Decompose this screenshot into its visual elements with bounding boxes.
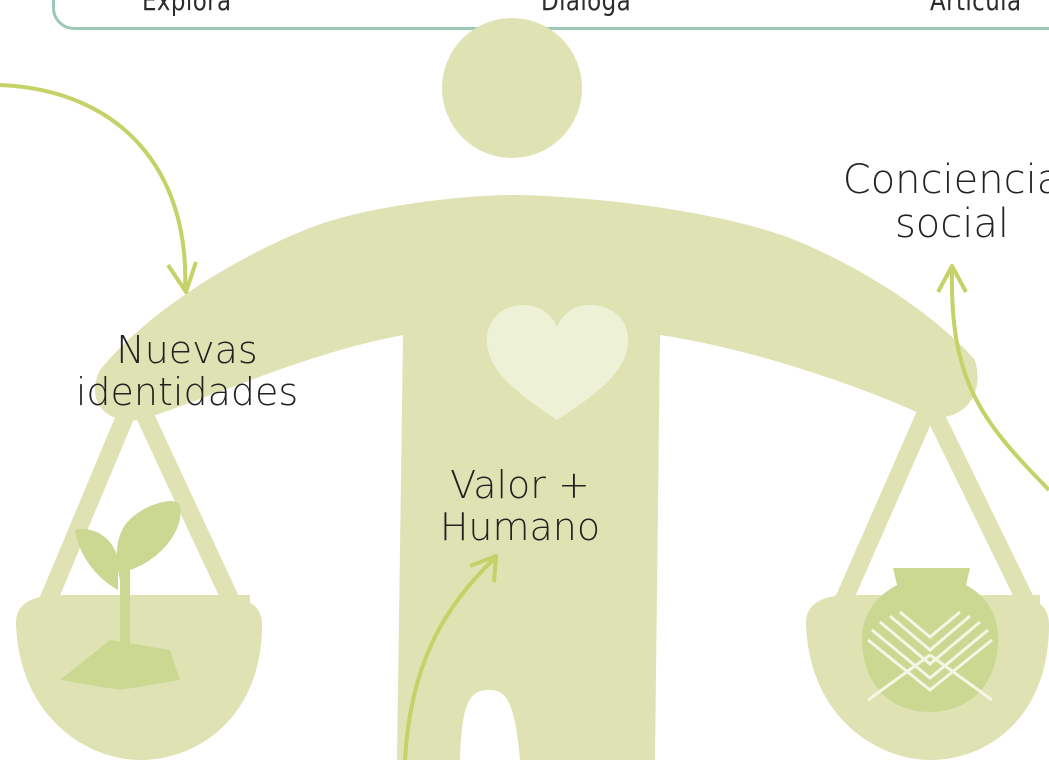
arrow-explora-to-identidades bbox=[0, 83, 198, 294]
right-scale-basket bbox=[805, 406, 1049, 760]
arrow-to-valor-humano bbox=[403, 554, 498, 760]
figure-head bbox=[442, 18, 582, 158]
label-nuevas-identidades: Nuevas identidades bbox=[75, 328, 299, 414]
heart-icon bbox=[487, 305, 628, 420]
tab-articula[interactable]: Articula bbox=[930, 0, 1022, 17]
top-navigation-frame bbox=[52, 0, 1049, 30]
label-valor-humano: Valor + Humano bbox=[439, 463, 601, 549]
tab-explora[interactable]: Explora bbox=[142, 0, 232, 17]
tab-dialoga[interactable]: Dialoga bbox=[541, 0, 632, 17]
sprout-icon bbox=[60, 501, 181, 690]
arrow-to-conciencia-social bbox=[936, 264, 1049, 492]
figure-body bbox=[94, 195, 978, 760]
label-conciencia-social: Conciencia social bbox=[842, 157, 1049, 247]
left-scale-basket bbox=[15, 396, 262, 760]
pot-icon bbox=[861, 568, 999, 712]
